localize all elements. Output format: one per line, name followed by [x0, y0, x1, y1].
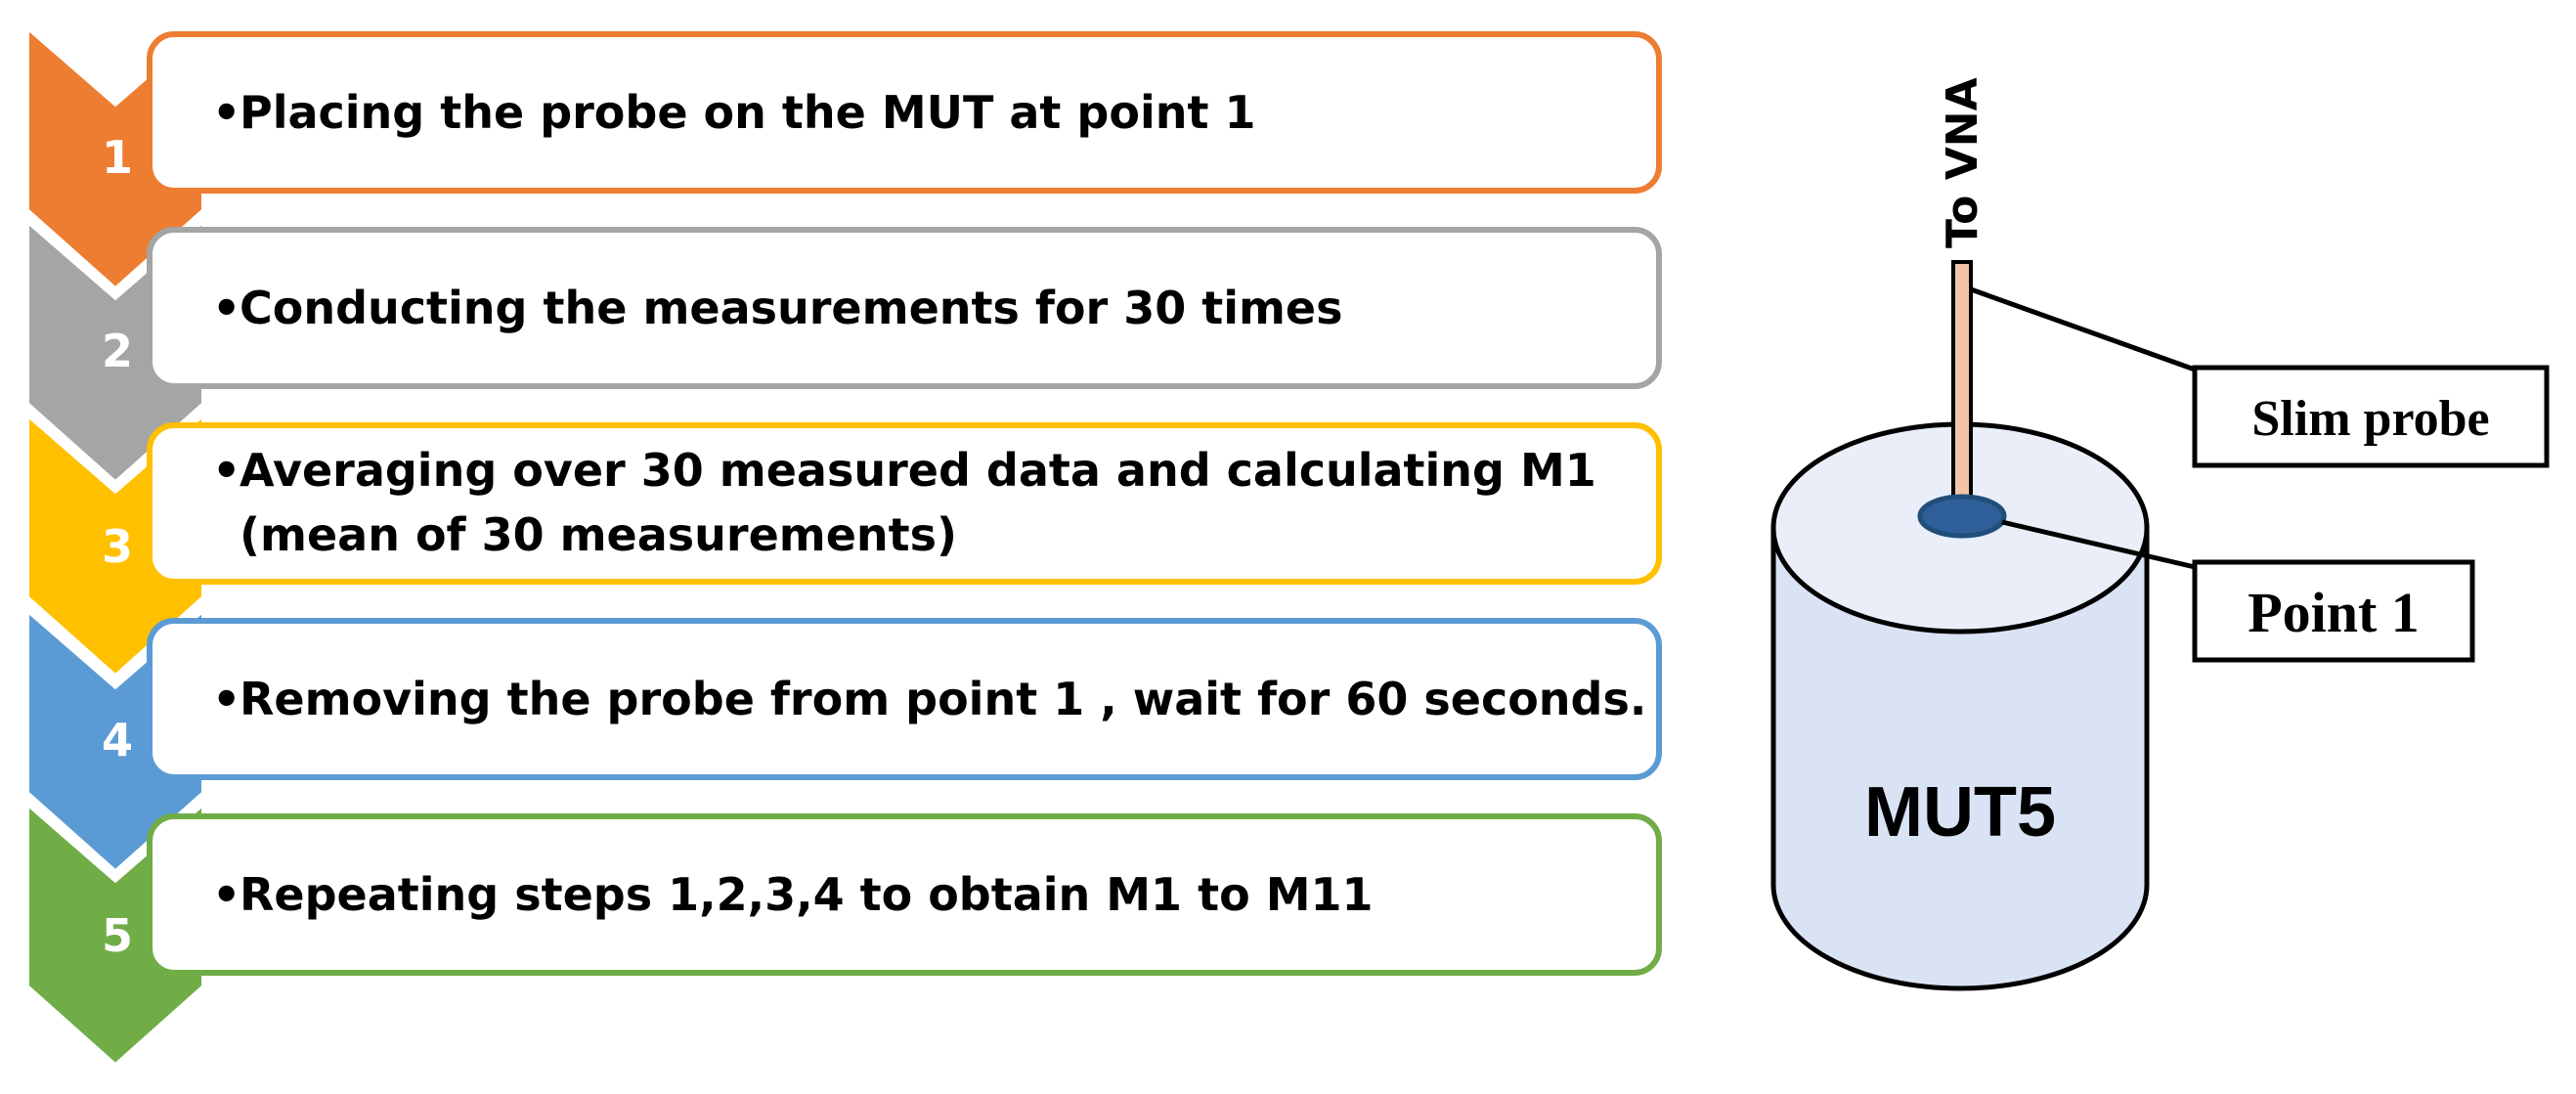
cylinder-body [1770, 525, 2150, 991]
step-4-label: Removing the probe from point 1 , wait f… [240, 673, 1647, 725]
step-5-label: Repeating steps 1,2,3,4 to obtain M1 to … [240, 868, 1374, 921]
step-5-text: •Repeating steps 1,2,3,4 to obtain M1 to… [212, 862, 1628, 927]
probe-callout-box [2192, 365, 2550, 468]
step-1-box [147, 31, 1662, 194]
step-4-box [147, 618, 1662, 780]
point-callout-box [2192, 559, 2475, 663]
bullet: • [212, 673, 241, 725]
step-2-number: 2 [101, 325, 133, 377]
step-3-number: 3 [101, 520, 133, 573]
bullet: • [212, 86, 241, 139]
cable-label: To VNA [1938, 77, 1987, 248]
cylinder-label: MUT5 [1864, 773, 2056, 852]
point-1-marker [1917, 494, 2007, 539]
point-callout-line [2001, 519, 2196, 570]
step-3-label: Averaging over 30 measured data and calc… [240, 444, 1596, 497]
probe-callout-text: Slim probe [2251, 391, 2489, 447]
bullet: • [212, 868, 241, 921]
step-4-number: 4 [101, 714, 133, 766]
step-5-number: 5 [101, 909, 133, 962]
bullet: • [212, 282, 241, 334]
bullet: • [212, 444, 241, 497]
step-4-text: •Removing the probe from point 1 , wait … [212, 667, 1646, 731]
point-callout-text: Point 1 [2248, 581, 2420, 644]
step-3-text: •Averaging over 30 measured data and cal… [212, 438, 1628, 567]
step-1-label: Placing the probe on the MUT at point 1 [240, 86, 1256, 139]
probe-callout-line [1970, 286, 2196, 372]
step-1-text: •Placing the probe on the MUT at point 1 [212, 80, 1628, 145]
step-2-text: •Conducting the measurements for 30 time… [212, 276, 1628, 340]
step-2-box [147, 227, 1662, 389]
step-3-box [147, 422, 1662, 585]
step-3-label-line2: (mean of 30 measurements) [240, 508, 958, 561]
slim-probe [1951, 260, 1973, 520]
step-5-box [147, 813, 1662, 976]
step-1-number: 1 [101, 131, 133, 184]
step-2-label: Conducting the measurements for 30 times [240, 282, 1343, 334]
